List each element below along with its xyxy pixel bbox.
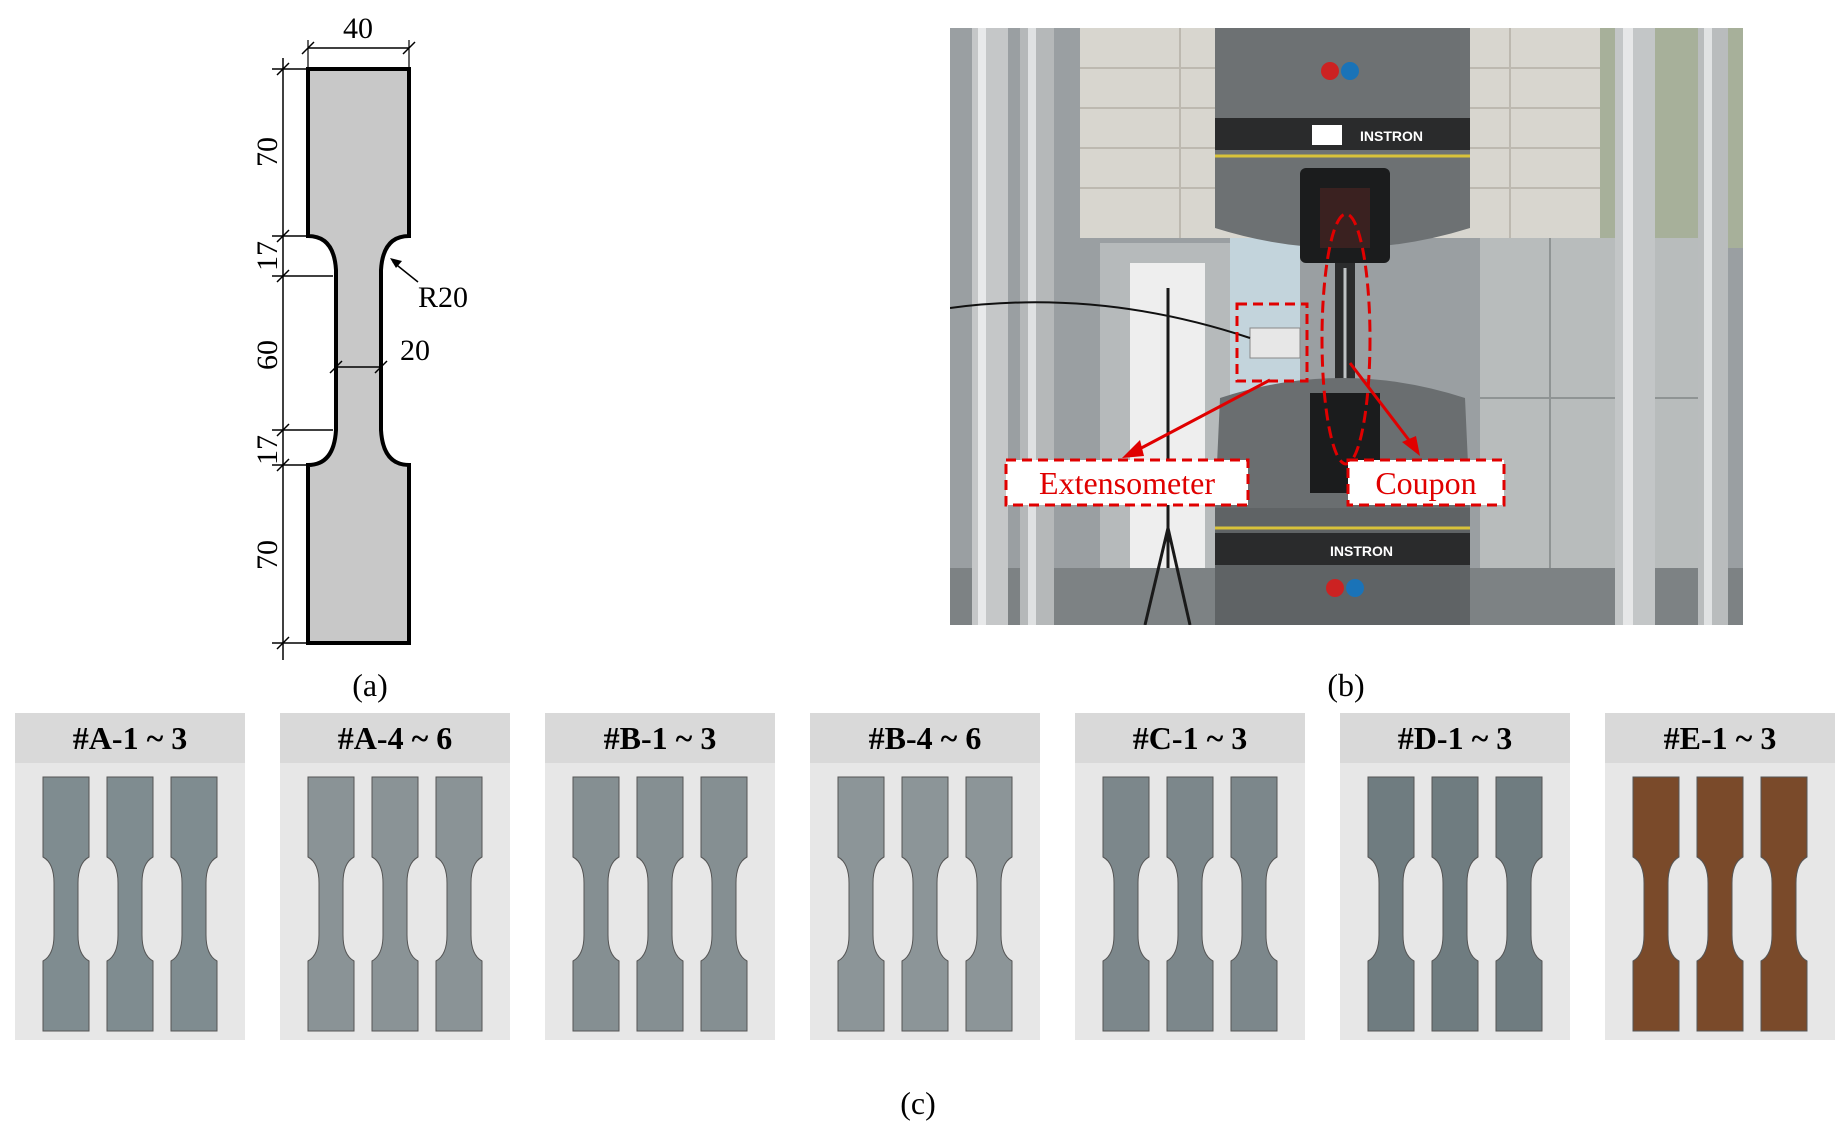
dim-transition-bottom: 17 <box>251 435 284 465</box>
coupon-group-label: #C-1 ~ 3 <box>1075 713 1305 763</box>
dim-width-top: 40 <box>343 12 373 45</box>
coupon-specimen <box>1102 776 1150 1032</box>
dim-transition-top: 17 <box>251 241 284 271</box>
coupon-group-panel: #E-1 ~ 3 <box>1605 713 1835 1040</box>
caption-a: (a) <box>352 667 388 703</box>
coupon-specimen <box>371 776 419 1032</box>
coupon-specimen <box>42 776 90 1032</box>
coupon-specimen <box>1495 776 1543 1032</box>
caption-c: (c) <box>900 1085 936 1121</box>
coupon-photo <box>1367 776 1543 1032</box>
coupon-group-label: #B-4 ~ 6 <box>810 713 1040 763</box>
extensometer-highlight <box>1235 302 1309 383</box>
safety-icon-top <box>1321 62 1339 80</box>
coupon-group-panel: #D-1 ~ 3 <box>1340 713 1570 1040</box>
brand-instron-bottom: INSTRON <box>1330 543 1393 559</box>
coupon-photo <box>837 776 1013 1032</box>
coupon-specimen <box>1760 776 1808 1032</box>
brand-instron-top: INSTRON <box>1360 128 1423 144</box>
dim-radius: R20 <box>418 281 468 314</box>
coupon-group-panel: #C-1 ~ 3 <box>1075 713 1305 1040</box>
coupon-specimen <box>1632 776 1680 1032</box>
specimen-drawing: 40 70 17 60 17 70 20 R20 <box>251 12 468 660</box>
coupon-group-panel: #A-1 ~ 3 <box>15 713 245 1040</box>
coupon-photo <box>1102 776 1278 1032</box>
info-icon-top <box>1341 62 1359 80</box>
coupon-photo <box>1632 776 1808 1032</box>
dim-gauge-width: 20 <box>400 334 430 367</box>
coupon-specimen <box>700 776 748 1032</box>
coupon-specimen <box>1230 776 1278 1032</box>
coupon-group-panel: #B-4 ~ 6 <box>810 713 1040 1040</box>
dim-grip-top: 70 <box>251 137 284 167</box>
dim-grip-bottom: 70 <box>251 540 284 570</box>
coupon-highlight <box>1320 212 1372 466</box>
caption-b: (b) <box>1327 667 1365 703</box>
coupon-photo <box>42 776 218 1032</box>
coupon-specimen <box>636 776 684 1032</box>
coupon-specimen <box>106 776 154 1032</box>
coupon-specimen <box>965 776 1013 1032</box>
coupon-group-label: #B-1 ~ 3 <box>545 713 775 763</box>
coupon-photo <box>572 776 748 1032</box>
coupon-group-label: #D-1 ~ 3 <box>1340 713 1570 763</box>
label-coupon: Coupon <box>1375 465 1476 501</box>
coupon-specimen <box>901 776 949 1032</box>
coupon-group-panel: #A-4 ~ 6 <box>280 713 510 1040</box>
coupon-specimen <box>170 776 218 1032</box>
test-machine-photo: INSTRON INSTRON Extensometer Coupon <box>950 28 1743 625</box>
coupon-group-label: #A-1 ~ 3 <box>15 713 245 763</box>
coupon-group-panel: #B-1 ~ 3 <box>545 713 775 1040</box>
coupon-group-label: #E-1 ~ 3 <box>1605 713 1835 763</box>
coupon-specimen <box>1696 776 1744 1032</box>
coupon-specimen <box>1431 776 1479 1032</box>
specimen-outline <box>306 67 411 645</box>
coupon-photo <box>307 776 483 1032</box>
safety-icon-bottom <box>1326 579 1344 597</box>
dim-gauge: 60 <box>251 340 284 370</box>
info-icon-bottom <box>1346 579 1364 597</box>
label-extensometer: Extensometer <box>1039 465 1215 501</box>
coupon-specimen <box>572 776 620 1032</box>
coupon-specimen <box>435 776 483 1032</box>
coupon-group-label: #A-4 ~ 6 <box>280 713 510 763</box>
coupon-specimen <box>1367 776 1415 1032</box>
coupon-specimen <box>1166 776 1214 1032</box>
coupon-specimen <box>307 776 355 1032</box>
coupon-specimen <box>837 776 885 1032</box>
